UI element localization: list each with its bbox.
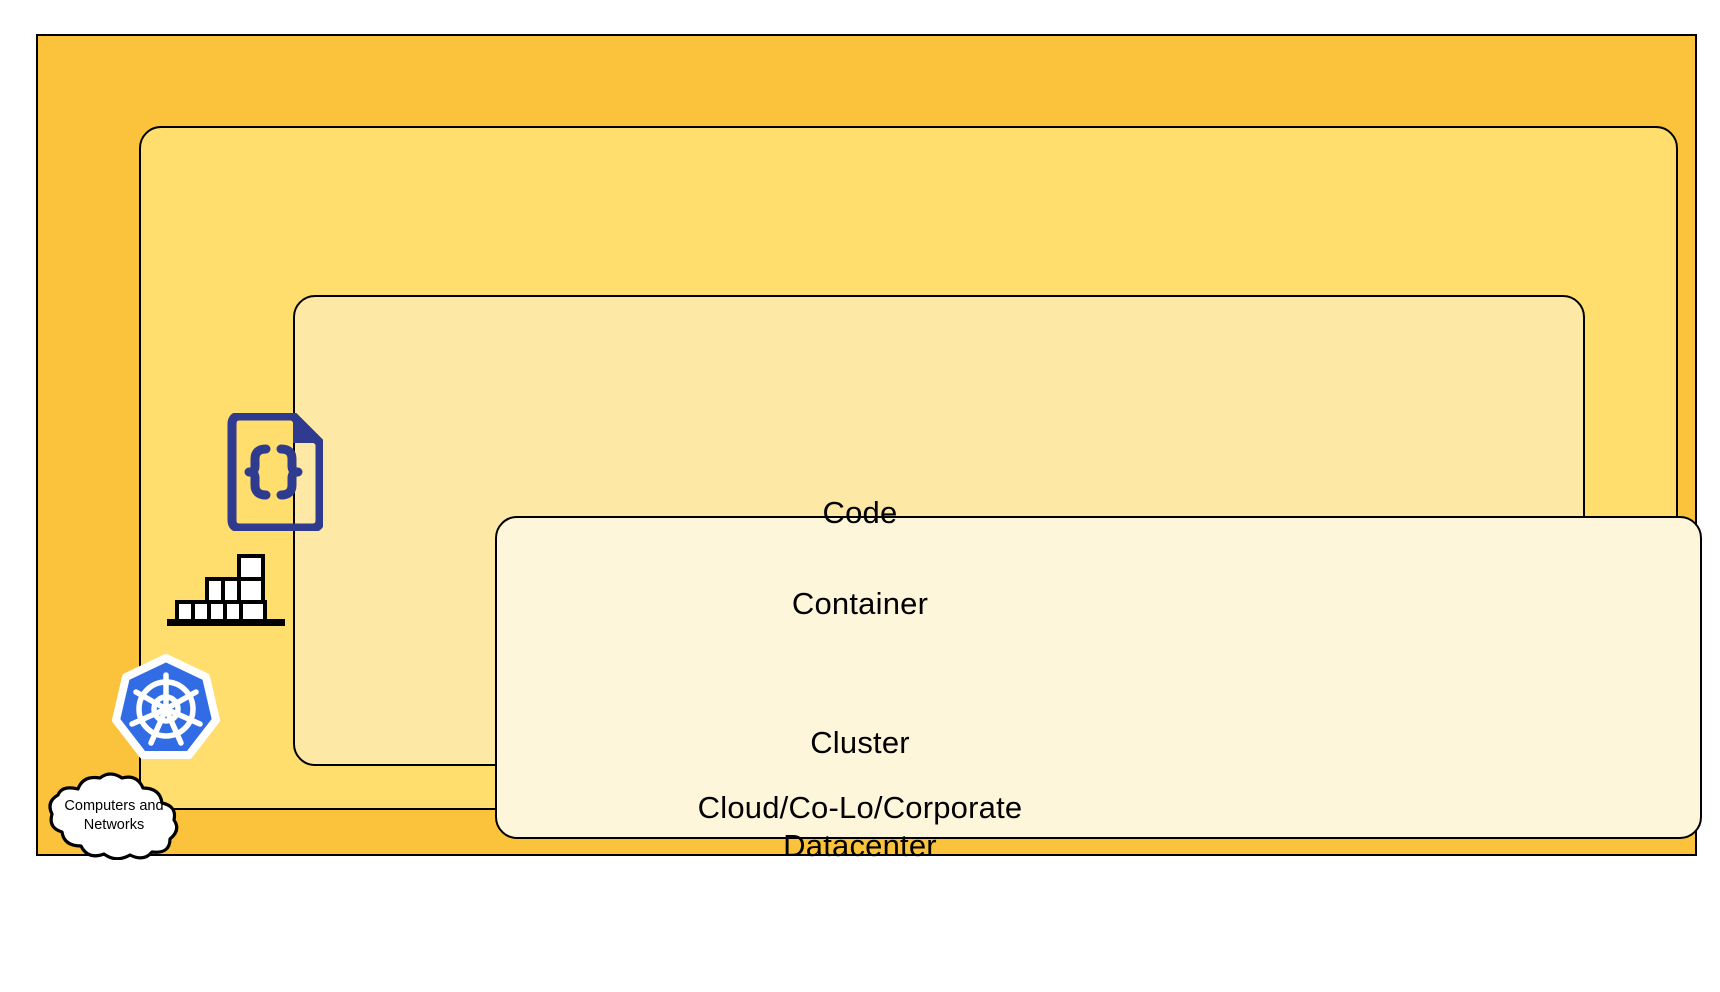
layer-box-container[interactable]	[293, 295, 1702, 839]
cloud-callout-computers-and-networks[interactable]: Computers and Networks	[40, 772, 188, 860]
layer-box-datacenter[interactable]	[36, 34, 1702, 856]
code-document-icon	[221, 411, 325, 533]
layer-box-cluster[interactable]	[139, 126, 1702, 839]
layer-label-cluster: Cluster	[810, 725, 910, 760]
layer-box-code[interactable]	[495, 516, 1702, 839]
layer-label-container: Container	[791, 586, 929, 621]
layer-label-code: Code	[822, 495, 898, 530]
container-bricks-icon	[167, 553, 289, 626]
layer-label-datacenter: Cloud/Co-Lo/Corporate Datacenter	[697, 790, 1023, 863]
kubernetes-icon	[111, 654, 221, 764]
cloud-shape-icon	[48, 772, 179, 860]
